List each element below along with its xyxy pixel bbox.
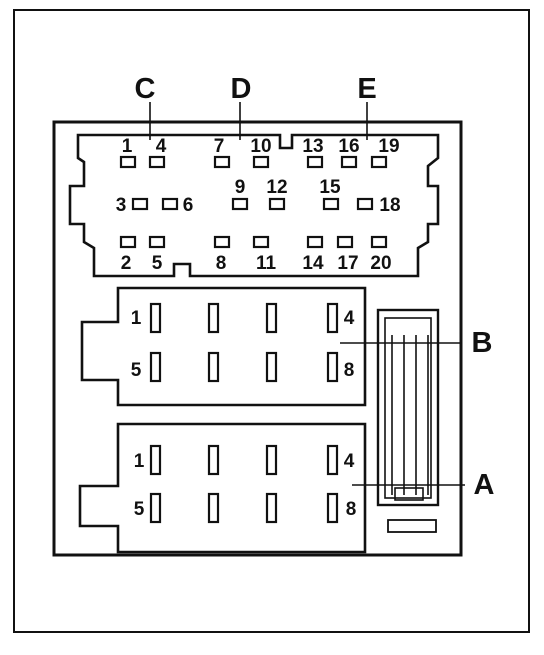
- pin-cavity-15: [322, 197, 340, 211]
- pin-cavity-1: [119, 155, 137, 169]
- pin-cavity-11: [252, 235, 270, 249]
- pin-number: 6: [183, 195, 194, 216]
- pin-cavity-3: [131, 197, 149, 211]
- block-a-pin-number: 8: [346, 499, 357, 520]
- block-a-contact: [326, 492, 339, 524]
- pin-number: 12: [266, 177, 287, 198]
- pin-cavity-8: [213, 235, 231, 249]
- block-b-contacts: [149, 302, 339, 383]
- pin-cavity-13: [306, 155, 324, 169]
- pin-number: 14: [302, 253, 324, 274]
- pin-number: 1: [122, 136, 133, 157]
- upper-pin-numbers: 1 4 7 10 13 16 19 3 6 9 12 15 18 2 5 8 1…: [116, 136, 401, 274]
- upper-pin-cavities: [119, 155, 388, 249]
- pin-number: 17: [337, 253, 358, 274]
- pin-cavity-12: [268, 197, 286, 211]
- block-b-pin-number: 1: [131, 308, 142, 329]
- pin-cavity-9: [231, 197, 249, 211]
- block-b-pin-number: 4: [344, 308, 355, 329]
- release-latch: [376, 308, 440, 533]
- outer-frame: [13, 9, 530, 633]
- block-b-outline: [80, 286, 367, 407]
- pin-number: 13: [302, 136, 323, 157]
- block-b-pin-number: 5: [131, 360, 142, 381]
- pin-cavity-4: [148, 155, 166, 169]
- label-d: D: [231, 73, 252, 105]
- block-b-contact: [326, 351, 339, 383]
- block-b-contact: [326, 302, 339, 334]
- pin-number: 2: [121, 253, 132, 274]
- pin-number: 10: [250, 136, 271, 157]
- pin-cavity-5: [148, 235, 166, 249]
- block-a-contact: [207, 444, 220, 476]
- pin-cavity-18: [356, 197, 374, 211]
- pin-number: 5: [152, 253, 163, 274]
- pin-number: 15: [319, 177, 341, 198]
- pin-number: 9: [235, 177, 246, 198]
- block-a-pin-number: 1: [134, 451, 145, 472]
- block-a-outline: [78, 422, 367, 554]
- block-a-contact: [207, 492, 220, 524]
- block-a-contacts: [149, 444, 339, 524]
- pin-number: 3: [116, 195, 127, 216]
- pin-number: 8: [216, 253, 227, 274]
- label-b: B: [472, 327, 493, 359]
- pin-number: 11: [256, 253, 277, 274]
- label-c: C: [135, 73, 156, 105]
- block-b-contact: [265, 351, 278, 383]
- pin-cavity-14: [306, 235, 324, 249]
- pin-cavity-6: [161, 197, 179, 211]
- block-b-contact: [265, 302, 278, 334]
- pin-number: 18: [379, 195, 400, 216]
- pin-number: 20: [370, 253, 391, 274]
- block-b-contact: [207, 302, 220, 334]
- pin-number: 16: [338, 136, 359, 157]
- pin-number: 19: [378, 136, 399, 157]
- label-a: A: [474, 469, 495, 501]
- pin-cavity-2: [119, 235, 137, 249]
- block-a-contact: [149, 492, 162, 524]
- block-a-contact: [265, 444, 278, 476]
- upper-pin-block: [68, 133, 440, 278]
- pin-cavity-16: [340, 155, 358, 169]
- pin-cavity-19: [370, 155, 388, 169]
- pin-cavity-20: [370, 235, 388, 249]
- block-b-contact: [207, 351, 220, 383]
- pin-cavity-10: [252, 155, 270, 169]
- connector-housing: [52, 120, 463, 557]
- pin-cavity-7: [213, 155, 231, 169]
- block-a-pin-number: 5: [134, 499, 145, 520]
- block-a-contact: [326, 444, 339, 476]
- block-b-pin-number: 8: [344, 360, 355, 381]
- pin-number: 7: [214, 136, 225, 157]
- label-e: E: [357, 73, 376, 105]
- block-a-contact: [149, 444, 162, 476]
- pin-cavity-17: [336, 235, 354, 249]
- block-a-contact: [265, 492, 278, 524]
- block-b-contact: [149, 351, 162, 383]
- block-b-contact: [149, 302, 162, 334]
- block-a-pin-number: 4: [344, 451, 355, 472]
- pin-number: 4: [156, 136, 167, 157]
